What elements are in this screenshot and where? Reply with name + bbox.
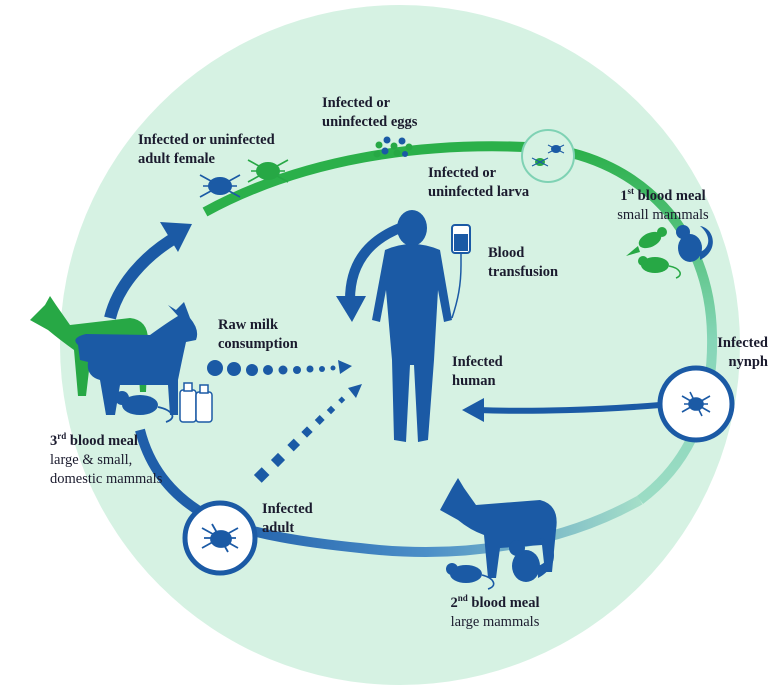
- first-meal-ordinal: 1: [620, 188, 628, 204]
- third-meal-text: blood meal: [66, 433, 138, 449]
- raw-milk-line2: consumption: [218, 336, 298, 352]
- label-adult-female: Infected or uninfected adult female: [138, 131, 275, 169]
- eggs-line1: Infected or: [322, 95, 391, 111]
- adult-line1: Infected: [262, 501, 313, 517]
- ring-left-arrow-arc: [104, 230, 182, 320]
- label-second-meal: 2nd blood meal large mammals: [425, 594, 565, 632]
- nymph-line2: nynph: [728, 354, 768, 370]
- first-meal-title: 1st blood meal: [598, 187, 728, 206]
- adult-to-human-dashes: [253, 396, 346, 483]
- human-line1: Infected: [452, 354, 503, 370]
- eggs-line2: uninfected eggs: [322, 114, 418, 130]
- second-meal-sup: nd: [457, 593, 468, 604]
- label-eggs: Infected or uninfected eggs: [322, 94, 417, 132]
- second-meal-text: blood meal: [467, 595, 540, 611]
- first-meal-sub: small mammals: [617, 207, 709, 223]
- first-meal-sup: st: [627, 186, 635, 197]
- third-meal-title: 3rd blood meal: [50, 432, 162, 451]
- human-icon: [372, 210, 452, 442]
- label-infected-nymph: Infected nynph: [680, 334, 768, 372]
- third-meal-ordinal: 3: [50, 433, 58, 449]
- blood-bag-icon: [451, 224, 471, 319]
- raw-milk-arrowhead: [338, 360, 352, 374]
- ring-bottom-arc: [213, 495, 643, 557]
- goat-icon: [75, 302, 198, 415]
- label-larva: Infected or uninfected larva: [428, 164, 529, 202]
- larva-tick-icon: [531, 144, 565, 167]
- label-infected-human: Infected human: [452, 353, 503, 391]
- transfusion-arrowhead: [336, 296, 366, 322]
- second-meal-title: 2nd blood meal: [425, 594, 565, 613]
- adult-line2: adult: [262, 520, 295, 536]
- label-blood-transfusion: Blood transfusion: [488, 244, 558, 282]
- transfusion-line1: Blood: [488, 245, 525, 261]
- third-meal-sub2: domestic mammals: [50, 471, 163, 487]
- ring-left-arrowhead: [160, 222, 192, 252]
- label-third-meal: 3rd blood meal large & small, domestic m…: [50, 432, 162, 489]
- adult-female-line1: Infected or uninfected: [138, 132, 275, 148]
- third-meal-sub1: large & small,: [50, 452, 133, 468]
- nymph-line1: Infected: [717, 335, 768, 351]
- nymph-to-human-arrowhead: [462, 398, 484, 422]
- mouse-icon-2: [446, 563, 495, 590]
- label-infected-adult: Infected adult: [262, 500, 313, 538]
- larva-line2: uninfected larva: [428, 184, 530, 200]
- third-meal-sup: rd: [57, 431, 67, 442]
- nymph-to-human-arrow: [477, 402, 661, 414]
- milk-bottle-icon: [179, 382, 213, 423]
- ring-top-green-arc: [202, 141, 546, 217]
- eggs-icon: [373, 136, 413, 158]
- deer-icon: [440, 478, 557, 578]
- ring-right-arc: [544, 143, 718, 504]
- transfusion-line2: transfusion: [488, 264, 559, 280]
- adult-female-tick-icon: [199, 159, 289, 198]
- raw-milk-line1: Raw milk: [218, 317, 279, 333]
- squirrel-icon: [509, 538, 555, 582]
- second-meal-sub: large mammals: [450, 614, 540, 630]
- squirrel-icon-small: [676, 225, 713, 262]
- larva-line1: Infected or: [428, 165, 497, 181]
- adult-tick-icon: [201, 523, 239, 553]
- adult-female-line2: adult female: [138, 151, 215, 167]
- second-meal-ordinal: 2: [450, 595, 458, 611]
- raw-milk-dots: [207, 360, 336, 376]
- adult-to-human-arrowhead: [348, 384, 362, 398]
- human-line2: human: [452, 373, 496, 389]
- bird-icon: [626, 227, 667, 256]
- transfusion-curved-arrow: [345, 223, 402, 301]
- nymph-tick-icon: [681, 391, 711, 417]
- mouse-icon: [115, 391, 174, 423]
- first-meal-text: blood meal: [634, 188, 706, 204]
- label-first-meal: 1st blood meal small mammals: [598, 187, 728, 225]
- larva-badge: [521, 129, 575, 183]
- label-raw-milk: Raw milk consumption: [218, 316, 298, 354]
- mouse-icon-small: [638, 256, 681, 279]
